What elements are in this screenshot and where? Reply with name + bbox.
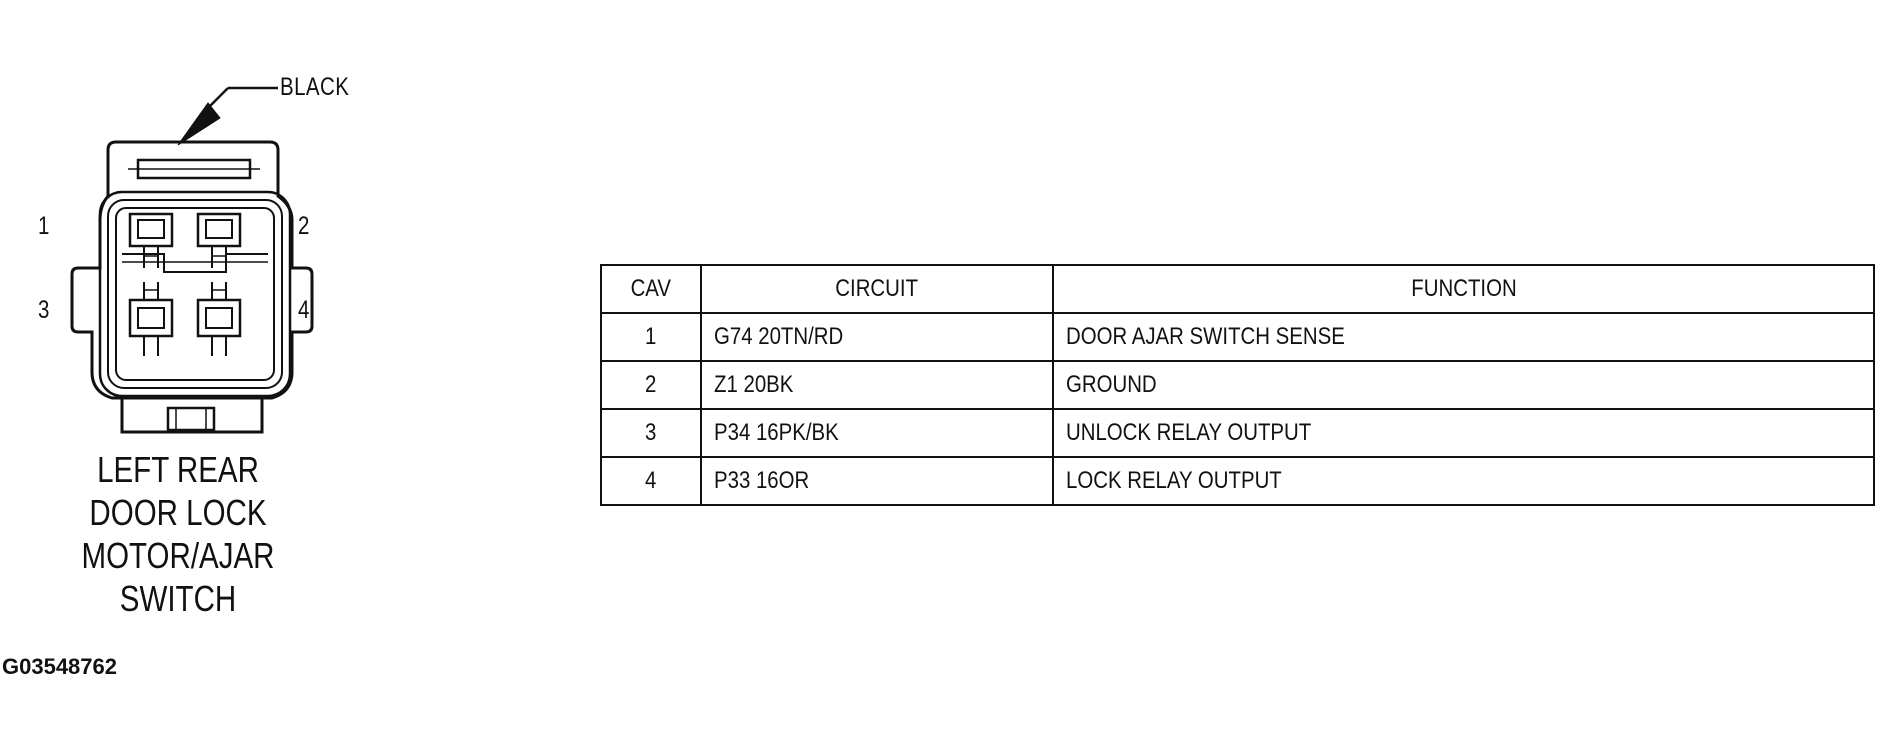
cell-cav: 2 [600,360,702,410]
table-row: 2 Z1 20BK GROUND [600,360,1875,410]
cavity-1 [128,212,174,268]
header-cav: CAV [600,264,702,314]
cell-cav: 4 [600,456,702,506]
cell-function: GROUND [1052,360,1875,410]
pin-label-2: 2 [298,212,310,240]
table-row: 1 G74 20TN/RD DOOR AJAR SWITCH SENSE [600,312,1875,362]
cavity-table: CAV CIRCUIT FUNCTION 1 G74 20TN/RD DOOR … [600,264,1875,506]
connector-body [70,140,314,434]
cavity-table-container: CAV CIRCUIT FUNCTION 1 G74 20TN/RD DOOR … [600,264,1875,506]
component-name-line: LEFT REAR [97,449,259,490]
pin-label-3: 3 [38,296,50,324]
cavity-4 [196,282,242,356]
cell-circuit: G74 20TN/RD [700,312,1054,362]
figure-id: G03548762 [2,654,117,679]
connector-face-drawing [70,86,314,434]
cell-cav: 3 [600,408,702,458]
connector-color-label: BLACK [280,73,350,101]
cell-function: DOOR AJAR SWITCH SENSE [1052,312,1875,362]
cell-cav: 1 [600,312,702,362]
table-row: 4 P33 16OR LOCK RELAY OUTPUT [600,456,1875,506]
component-name: LEFT REAR DOOR LOCK MOTOR/AJAR SWITCH [71,448,284,620]
cell-function: UNLOCK RELAY OUTPUT [1052,408,1875,458]
header-circuit: CIRCUIT [700,264,1054,314]
cavity-3 [128,282,174,356]
cell-circuit: P33 16OR [700,456,1054,506]
connector-diagram: BLACK 1 2 3 4 LEFT REAR DOOR LOCK MOTOR/… [0,0,420,746]
table-header-row: CAV CIRCUIT FUNCTION [600,264,1875,314]
pin-label-4: 4 [298,296,310,324]
component-name-line: MOTOR/AJAR [81,535,275,576]
color-leader-arrow [177,86,278,146]
cell-circuit: P34 16PK/BK [700,408,1054,458]
cell-function: LOCK RELAY OUTPUT [1052,456,1875,506]
component-name-line: SWITCH [119,578,237,619]
pin-label-1: 1 [38,212,50,240]
component-name-line: DOOR LOCK [89,492,267,533]
table-row: 3 P34 16PK/BK UNLOCK RELAY OUTPUT [600,408,1875,458]
cell-circuit: Z1 20BK [700,360,1054,410]
header-function: FUNCTION [1052,264,1875,314]
cavity-2 [196,212,242,268]
